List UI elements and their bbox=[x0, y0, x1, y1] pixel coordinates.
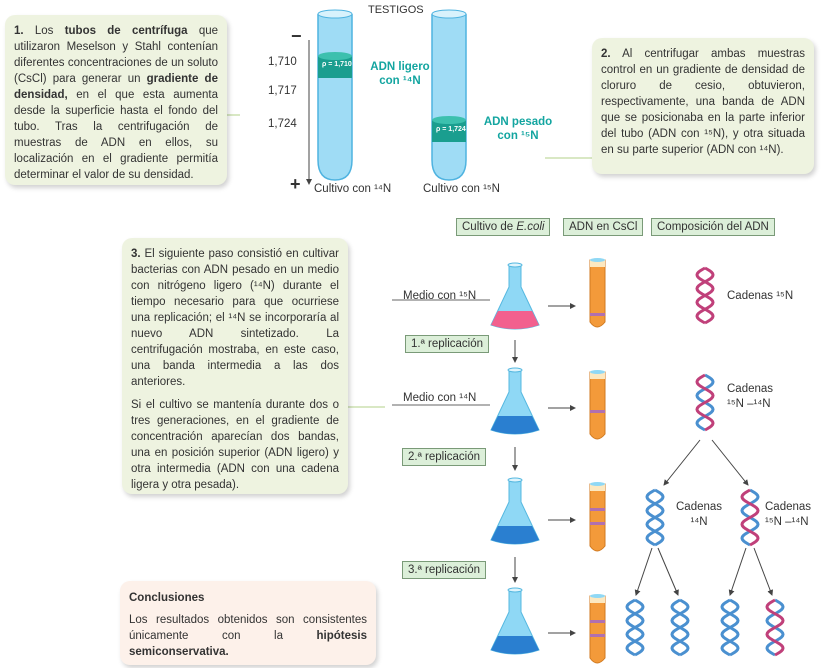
replication-label-3: 3.ª replicación bbox=[402, 561, 487, 579]
dna-band bbox=[590, 522, 605, 525]
flask-mouth bbox=[507, 367, 523, 373]
tube-cap bbox=[590, 258, 605, 262]
flask-mouth bbox=[507, 262, 523, 268]
dna-strand bbox=[740, 488, 760, 547]
tube-top bbox=[590, 372, 605, 379]
header-dna-cscl: ADN en CsCl bbox=[563, 218, 644, 236]
dna-band-top bbox=[432, 116, 466, 124]
dna-band bbox=[590, 634, 605, 637]
tube-cap bbox=[590, 594, 605, 598]
tube-top bbox=[590, 260, 605, 267]
dna-band-top bbox=[318, 52, 352, 60]
arrow bbox=[728, 547, 747, 596]
tube-cap bbox=[590, 482, 605, 486]
dna-strand bbox=[695, 373, 715, 432]
cscl-tube bbox=[589, 259, 606, 328]
medium-label-15n: Medio con ¹⁵N bbox=[403, 290, 477, 302]
flask-mouth bbox=[507, 477, 523, 483]
connector bbox=[545, 157, 595, 159]
dna-strand bbox=[645, 488, 665, 547]
centrifuge-tube bbox=[431, 14, 467, 181]
flask-medium bbox=[491, 526, 539, 544]
dna-strand bbox=[720, 598, 740, 657]
tube-top bbox=[590, 484, 605, 491]
replication-label-2: 2.ª replicación bbox=[402, 448, 487, 466]
conclusions-title: Conclusiones bbox=[129, 592, 205, 604]
medium-label-14n: Medio con ¹⁴N bbox=[403, 392, 477, 404]
info-box-1: 1. Los tubos de centrífuga que utilizaro… bbox=[5, 15, 227, 185]
testigos-title: TESTIGOS bbox=[368, 4, 424, 16]
conclusions-box: Conclusiones Los resultados obtenidos so… bbox=[120, 581, 376, 665]
replication-label-1: 1.ª replicación bbox=[405, 335, 490, 353]
flask-medium bbox=[491, 311, 539, 329]
dna-band bbox=[590, 620, 605, 623]
cscl-tube bbox=[589, 595, 606, 664]
tube-rim bbox=[431, 9, 467, 19]
info-box-2: 2. Al centrifugar ambas muestras control… bbox=[592, 38, 814, 174]
density-tick: 1,717 bbox=[268, 85, 297, 97]
arrow bbox=[657, 547, 679, 596]
tube-rim bbox=[317, 9, 353, 19]
dna-band bbox=[590, 508, 605, 511]
dna-band bbox=[432, 120, 466, 142]
minus-sign: − bbox=[291, 26, 302, 46]
strands-label: Cadenas ¹⁵N bbox=[727, 290, 794, 302]
tube-cap bbox=[590, 370, 605, 374]
flask-medium bbox=[491, 636, 539, 654]
flask-mouth bbox=[507, 587, 523, 593]
band-label-light: ρ = 1,710 bbox=[322, 61, 352, 68]
flask-medium bbox=[491, 416, 539, 434]
header-culture: Cultivo de E.coli bbox=[456, 218, 551, 236]
dna-strand bbox=[625, 598, 645, 657]
dna-strand bbox=[670, 598, 690, 657]
dna-strand bbox=[765, 598, 785, 657]
tube-top bbox=[590, 596, 605, 603]
connector bbox=[220, 114, 240, 116]
arrow bbox=[711, 439, 749, 486]
header-dna-composition: Composición del ADN bbox=[651, 218, 775, 236]
plus-sign: + bbox=[290, 174, 301, 194]
band-label-heavy: ρ = 1,724 bbox=[436, 126, 466, 133]
density-tick: 1,724 bbox=[268, 118, 297, 130]
tube1-caption: Cultivo con ¹⁴N bbox=[314, 183, 392, 195]
info-box-3: 3. El siguiente paso consistió en cultiv… bbox=[122, 238, 348, 494]
dna-band bbox=[590, 410, 605, 413]
centrifuge-tube bbox=[317, 14, 353, 181]
cscl-tube bbox=[589, 483, 606, 552]
arrow bbox=[663, 439, 701, 486]
arrow bbox=[634, 547, 653, 596]
tube2-caption: Cultivo con ¹⁵N bbox=[423, 183, 500, 195]
density-tick: 1,710 bbox=[268, 56, 297, 68]
dna-band bbox=[318, 56, 352, 78]
connector bbox=[345, 406, 385, 408]
cscl-tube bbox=[589, 371, 606, 440]
dna-band bbox=[590, 313, 605, 316]
arrow bbox=[753, 547, 774, 596]
dna-strand bbox=[695, 266, 715, 325]
